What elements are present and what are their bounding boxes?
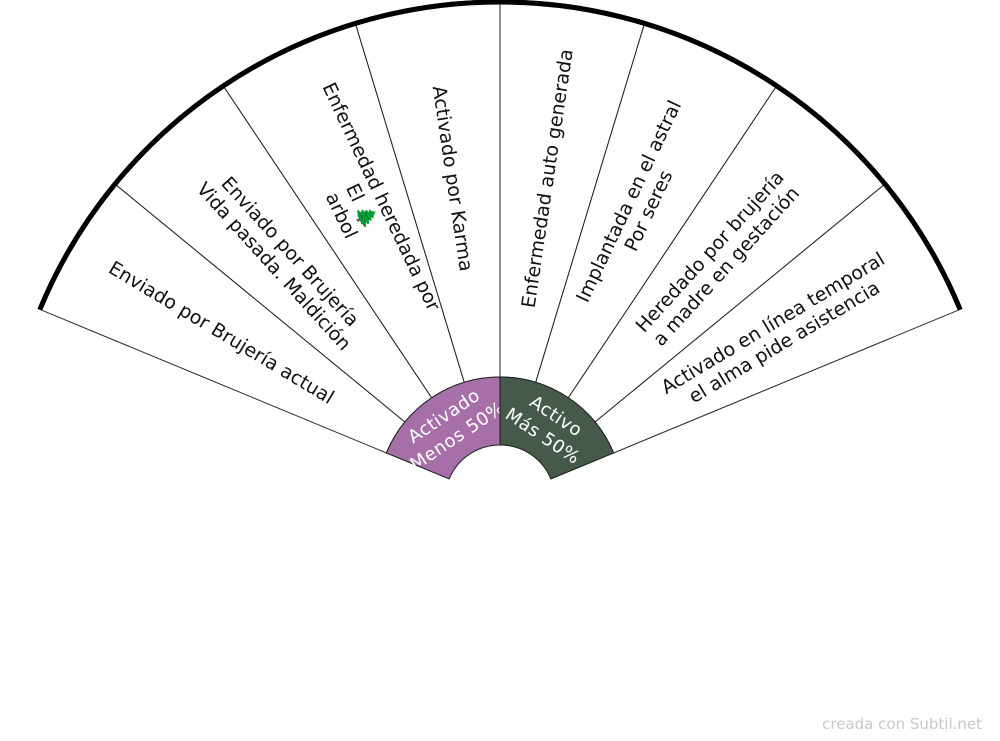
inner-segment-less <box>385 376 501 480</box>
outer-arc <box>37 0 963 311</box>
credit-text: creada con Subtil.net <box>822 715 982 733</box>
inner-segment-more <box>499 376 615 480</box>
